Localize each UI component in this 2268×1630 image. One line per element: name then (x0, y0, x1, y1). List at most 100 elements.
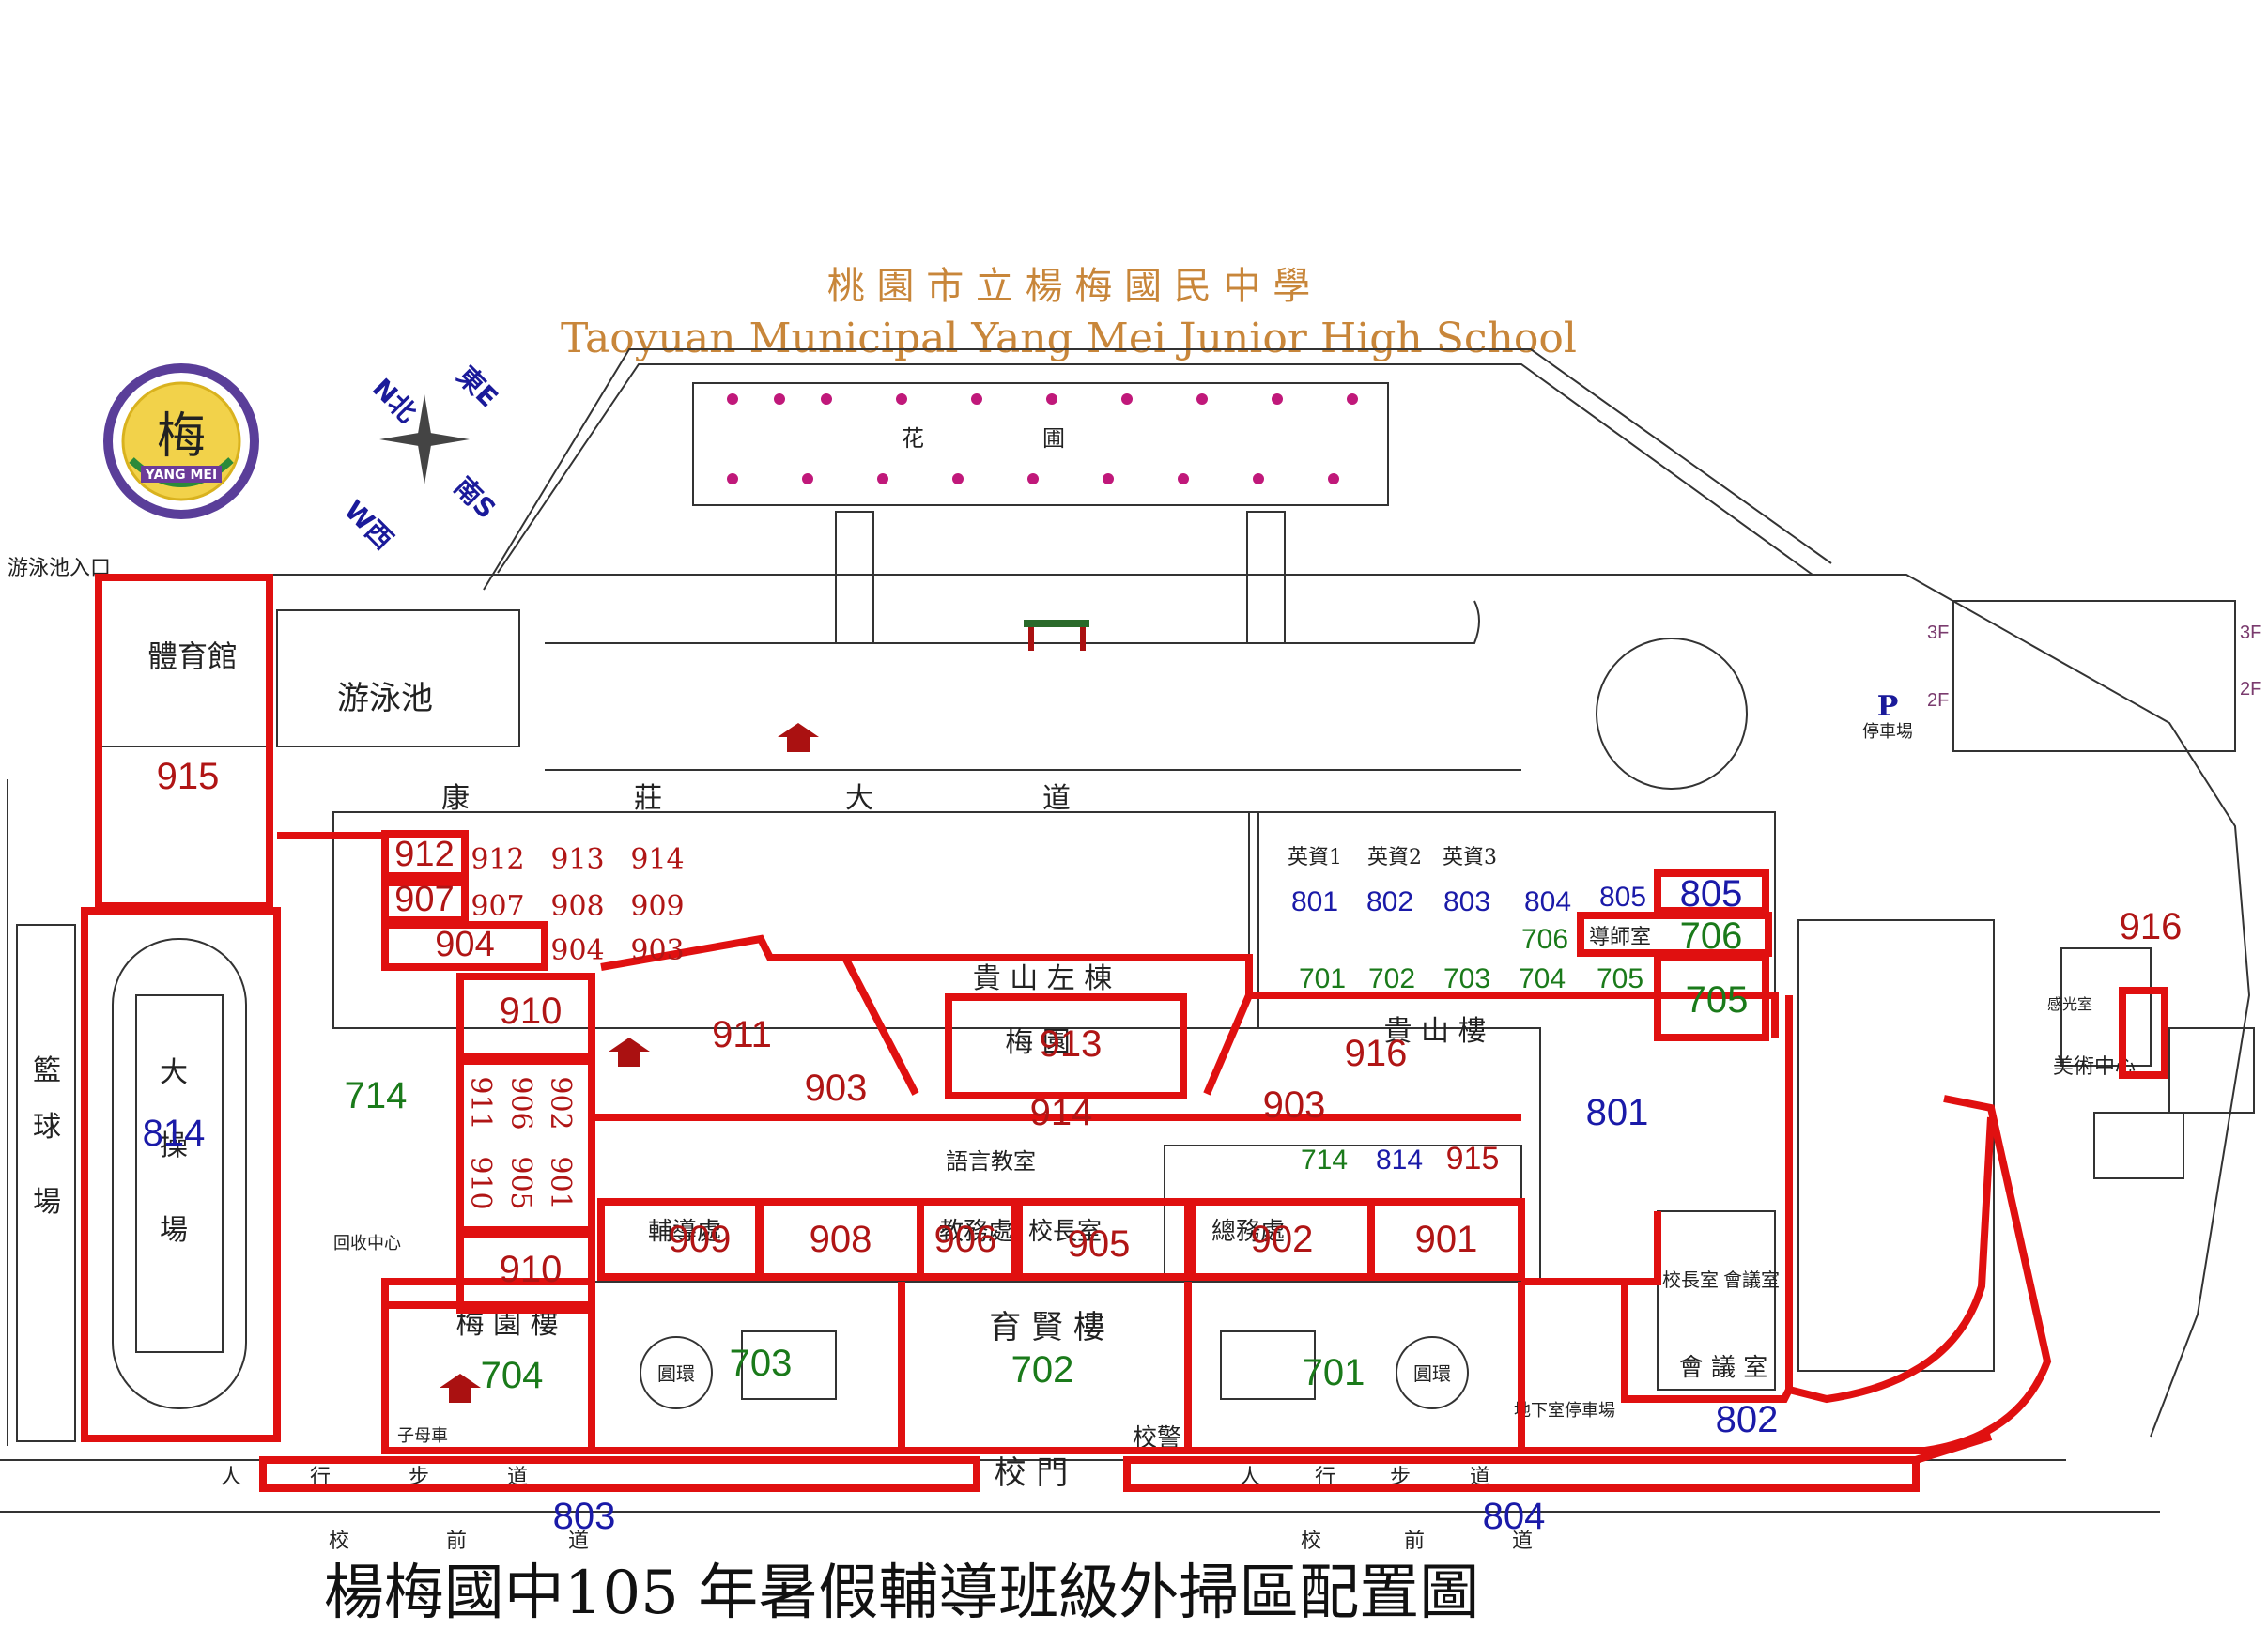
zone-908: 908 (810, 1219, 872, 1260)
cleaning-zones (81, 574, 2168, 1492)
zone-907: 907 (394, 880, 454, 919)
principal-meet-label: 校長室 (1662, 1269, 1719, 1291)
parking-label: 停車場 (1862, 722, 1913, 742)
language-room-label: 語言教室 (946, 1148, 1036, 1175)
zone-906: 906 (934, 1219, 997, 1260)
principal-label: 校長室 (1028, 1218, 1102, 1246)
zone-911: 911 (712, 1014, 772, 1055)
room-910: 910 (464, 1156, 497, 1209)
zone-804: 804 (1483, 1496, 1546, 1537)
zone-labels-green: 714 706 705 701 702 703 704 (345, 915, 1749, 1396)
general-affairs-label: 總務處 (1211, 1218, 1285, 1246)
room-909: 909 (630, 890, 684, 923)
front-l-2: 前 (446, 1530, 467, 1553)
zone-913: 913 (1040, 1023, 1103, 1065)
roundabout-left: 圓環 (657, 1362, 695, 1385)
sidewalk-r-2: 行 (1315, 1466, 1335, 1489)
pool-entrance-label: 游泳池入口 (8, 557, 111, 580)
zone-802: 802 (1716, 1399, 1779, 1440)
zone-916-b: 916 (2120, 906, 2183, 947)
roundabout-right: 圓環 (1413, 1362, 1451, 1385)
room-705: 705 (1597, 963, 1643, 994)
basketball-char-2: 球 (33, 1111, 61, 1144)
zone-704: 704 (481, 1355, 544, 1396)
zone-714: 714 (345, 1075, 408, 1116)
room-905: 905 (504, 1156, 537, 1209)
room-907: 907 (471, 890, 524, 923)
room-902: 902 (544, 1076, 577, 1130)
room-903: 903 (630, 934, 684, 967)
zone-706: 706 (1680, 915, 1743, 957)
road-char-1: 康 (441, 782, 470, 815)
room-904: 904 (550, 934, 604, 967)
road-char-3: 大 (845, 782, 873, 815)
room-908: 908 (550, 890, 604, 923)
zone-702: 702 (1011, 1349, 1074, 1391)
meeting-room-label: 會 議 室 (1679, 1354, 1768, 1382)
recycle-label: 回收中心 (333, 1234, 401, 1253)
zone-805: 805 (1680, 873, 1743, 915)
zone-814: 814 (143, 1113, 206, 1154)
parking-p: P (1877, 690, 1899, 723)
zone-915-b: 915 (1446, 1141, 1500, 1176)
room-801: 801 (1291, 886, 1338, 917)
zone-903-b: 903 (1263, 1084, 1326, 1126)
room-911: 911 (464, 1076, 497, 1130)
room-906: 906 (504, 1076, 537, 1130)
basement-parking-label: 地下室停車場 (1514, 1401, 1615, 1421)
basketball-char-3: 場 (33, 1186, 61, 1219)
zone-915-a: 915 (157, 756, 220, 797)
room-803: 803 (1443, 886, 1490, 917)
sidewalk-l-2: 行 (310, 1466, 331, 1489)
logo-text: YANG MEI (145, 468, 217, 483)
zone-803: 803 (553, 1496, 616, 1537)
garden-top-char-2: 圃 (1042, 425, 1065, 452)
compass-rose: N北 東E 南S W西 (338, 361, 504, 556)
compass-south: 南S (448, 471, 501, 525)
room-913: 913 (550, 843, 604, 876)
zone-905: 905 (1068, 1223, 1131, 1265)
sense-room-label: 感光室 (2047, 995, 2092, 1013)
pavilion-icon (440, 723, 819, 1403)
counseling-label: 輔導處 (648, 1218, 721, 1246)
compass-north: N北 (366, 373, 423, 429)
yuxian-lou-label: 育 賢 樓 (989, 1309, 1105, 1346)
floor-marks: 3F 2F 3F 2F (1927, 623, 2261, 711)
meeting2-label: 會議室 (1723, 1269, 1780, 1291)
room-706: 706 (1521, 924, 1568, 955)
gym-label: 體育館 (147, 638, 238, 674)
sidewalk-r-1: 人 (1240, 1466, 1260, 1489)
room-704: 704 (1519, 963, 1566, 994)
floor-3f-r: 3F (2240, 623, 2261, 643)
gate-label: 校 門 (995, 1454, 1069, 1492)
zone-701: 701 (1303, 1352, 1365, 1393)
map-title-en: Taoyuan Municipal Yang Mei Junior High S… (561, 315, 1577, 362)
room-702: 702 (1368, 963, 1415, 994)
map-footer-title: 楊梅國中105 年暑假輔導班級外掃區配置圖 (324, 1559, 1480, 1628)
zone-903-a: 903 (805, 1068, 868, 1109)
sidewalk-l-3: 步 (409, 1466, 429, 1489)
room-901: 901 (544, 1156, 577, 1209)
floor-2f-l: 2F (1927, 690, 1949, 711)
campus-outlines (0, 348, 2255, 1513)
front-l-1: 校 (329, 1530, 349, 1553)
zone-801: 801 (1586, 1092, 1649, 1133)
zone-916-a: 916 (1345, 1033, 1408, 1074)
front-r-2: 前 (1404, 1530, 1425, 1553)
room-804: 804 (1524, 886, 1571, 917)
zone-labels-red: 915 912 907 904 910 911 903 913 914 916 … (157, 756, 2183, 1290)
field-char-1: 大 (160, 1056, 188, 1089)
floor-3f-l: 3F (1927, 623, 1949, 643)
affairs-label: 教務處 (939, 1218, 1012, 1246)
meiyuan-garden-label: 梅 園 (1005, 1026, 1071, 1059)
school-logo: 梅 YANG MEI (103, 363, 259, 519)
zimuche-label: 子母車 (397, 1426, 448, 1446)
room-802: 802 (1366, 886, 1413, 917)
room-labels-green: 706 701 702 703 704 705 714 (1299, 924, 1643, 1176)
zone-902: 902 (1251, 1219, 1314, 1260)
field-char-2: 操 (160, 1130, 188, 1162)
sidewalk-l-1: 人 (221, 1466, 241, 1489)
sidewalk-r-4: 道 (1470, 1466, 1490, 1489)
sidewalk-l-4: 道 (507, 1466, 528, 1489)
